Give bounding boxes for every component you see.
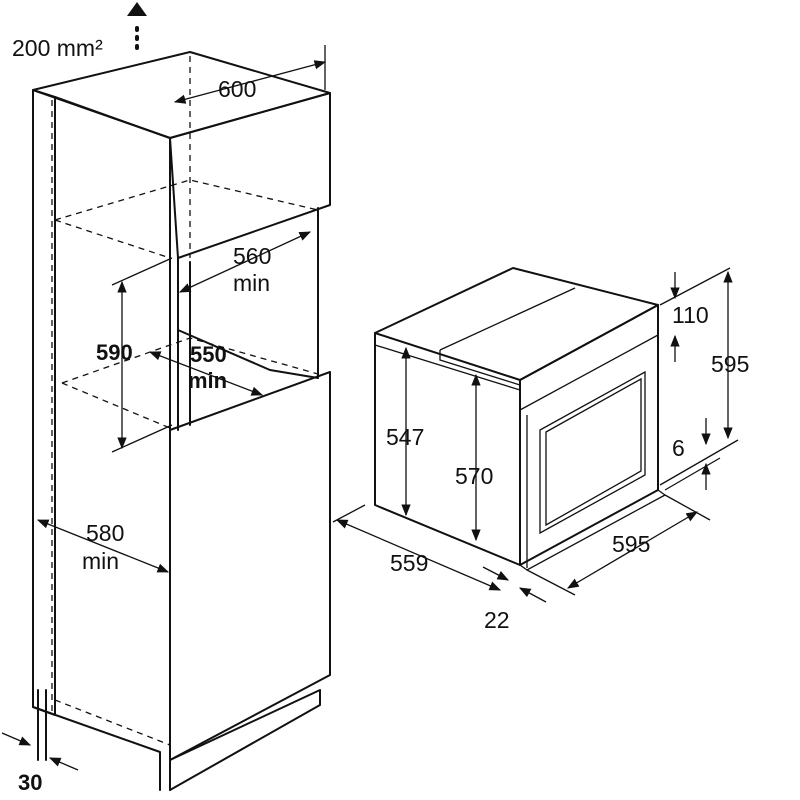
dim-22-label: 22 (484, 607, 510, 633)
oven (374, 267, 667, 571)
oven-top-seam (439, 287, 576, 351)
oven-window-inner (545, 377, 642, 527)
tall-cabinet (32, 51, 331, 791)
lower-door (169, 371, 331, 761)
dim-6 (664, 418, 721, 491)
dim-590-label: 590 (96, 340, 133, 365)
dim-570-label: 570 (455, 463, 493, 489)
hidden-mid-shelf (61, 337, 319, 384)
hidden-mid-shelf-front (61, 382, 171, 429)
dim-550-unit: min (188, 368, 227, 393)
dim-22 (482, 566, 547, 603)
oven-side-line (374, 344, 521, 391)
plinth-left (32, 706, 161, 791)
dim-600-label: 600 (218, 76, 256, 102)
hidden-top-shelf-front (54, 219, 171, 259)
dim-30 (1, 732, 79, 771)
dim-590 (111, 257, 173, 453)
oven-top (374, 267, 659, 381)
dim-580 (36, 519, 170, 573)
dim-595-height-label: 595 (711, 351, 749, 377)
dim-550 (148, 351, 264, 396)
oven-front (519, 304, 659, 566)
oven-top-step (439, 350, 521, 386)
dim-550-value: 550 (190, 342, 227, 367)
dim-595-height (659, 270, 739, 486)
plinth-right (169, 689, 321, 791)
dim-560-unit: min (233, 270, 270, 296)
dim-600 (173, 45, 327, 104)
dim-30-label: 30 (18, 770, 42, 795)
oven-window (539, 370, 646, 535)
cabinet-top (32, 51, 331, 139)
dim-559-label: 559 (390, 550, 428, 576)
ventilation-label: 200 mm² (12, 35, 103, 61)
dim-547-label: 547 (386, 424, 424, 450)
hidden-top-shelf (54, 179, 319, 221)
dim-560 (178, 231, 312, 293)
dim-580-unit: min (82, 548, 119, 574)
dim-110 (659, 267, 731, 362)
dim-580-value: 580 (86, 520, 124, 546)
oven-bottom-lip (519, 489, 667, 571)
dim-6-label: 6 (672, 435, 685, 461)
dim-110-label: 110 (672, 302, 709, 328)
upper-door (169, 92, 331, 259)
ventilation-arrow (127, 2, 147, 50)
dim-595-width (526, 494, 711, 596)
oven-control-band (519, 334, 659, 411)
dim-559 (332, 504, 502, 591)
hidden-bottom (54, 699, 171, 746)
dim-595-width-label: 595 (612, 531, 650, 557)
cabinet-front-left-edge (54, 96, 171, 791)
dim-560-value: 560 (233, 243, 271, 269)
